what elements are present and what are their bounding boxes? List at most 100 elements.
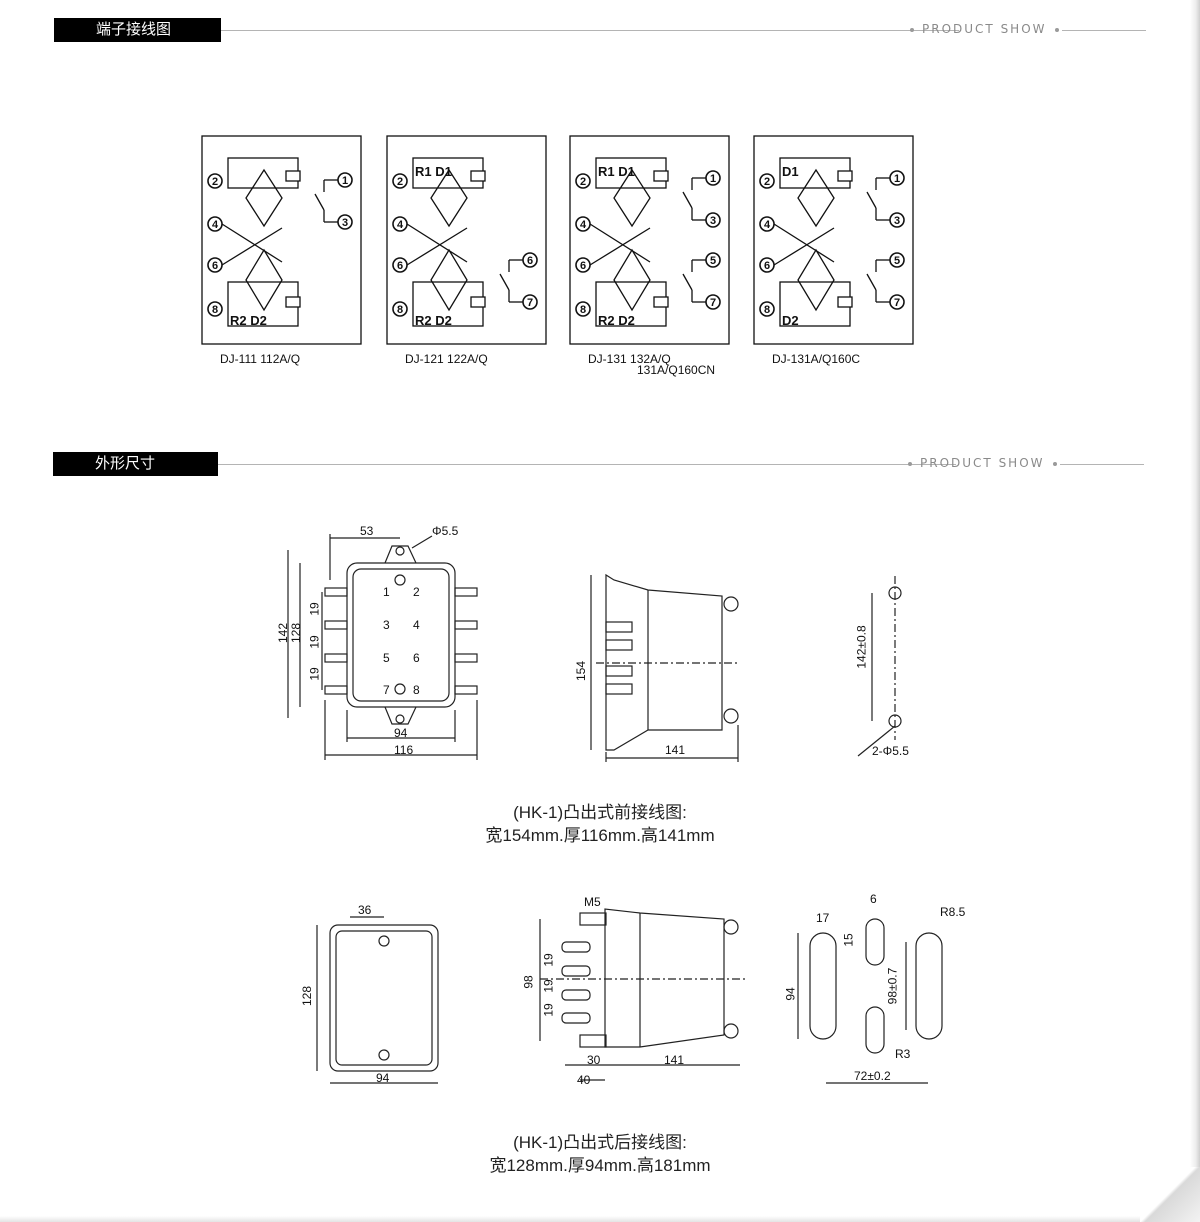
resistor-diode-label: R2 D2	[598, 313, 635, 328]
terminal-label: 8	[212, 304, 218, 316]
dim-label: 19	[541, 1003, 556, 1017]
back-caption-line2: 宽128mm.厚94mm.高181mm	[489, 1156, 711, 1175]
dim-label: R3	[895, 1047, 911, 1061]
section-title: 端子接线图	[54, 18, 221, 42]
terminal-label: 2	[764, 176, 770, 188]
coil	[285, 170, 301, 182]
model-label: 131A/Q160CN	[637, 363, 715, 377]
dim-label: 40	[577, 1073, 591, 1087]
terminal-circle	[207, 301, 223, 317]
dim-label: 53	[360, 524, 374, 538]
resistor-diode-label: D2	[782, 313, 799, 328]
terminal-label: 6	[212, 260, 218, 272]
contact-switch	[682, 273, 693, 291]
dim-label: 30	[587, 1053, 601, 1067]
dim-label: 19	[541, 979, 556, 993]
coil	[837, 296, 853, 308]
contact-switch	[314, 193, 325, 211]
rectifier-bridge	[613, 168, 651, 228]
dim-label: 98	[521, 975, 536, 989]
mount-ear-top	[384, 545, 417, 564]
dim-label: M5	[584, 895, 601, 909]
resistor-diode-label: R2 D2	[230, 313, 267, 328]
panel-frame	[569, 135, 730, 345]
coil	[653, 170, 669, 182]
terminal-circle	[575, 173, 591, 189]
panel-frame	[386, 135, 547, 345]
dim-label: 141	[665, 743, 686, 757]
dim-label: 72±0.2	[854, 1069, 891, 1083]
front-dimension-drawing	[287, 534, 902, 762]
back-caption-line1: (HK-1)凸出式后接线图:	[513, 1133, 687, 1152]
dim-label: 19	[307, 635, 322, 649]
contact-label: 5	[894, 255, 900, 267]
cross-wire	[589, 223, 651, 263]
contact-label: 3	[894, 215, 900, 227]
terminal-label: 4	[397, 219, 404, 231]
contact-label: 6	[527, 255, 533, 267]
coil	[470, 170, 486, 182]
contact-label: 7	[894, 297, 900, 309]
model-label: DJ-121 122A/Q	[405, 352, 488, 366]
coil	[285, 296, 301, 308]
terminal-circle	[575, 301, 591, 317]
terminal-circle	[759, 173, 775, 189]
contact-switch	[866, 273, 877, 291]
contact-label: 5	[710, 255, 716, 267]
cross-wire	[773, 227, 835, 266]
pin-studs	[324, 587, 478, 695]
dim-label: 15	[841, 933, 856, 947]
page-edge-shadow	[0, 1216, 1200, 1222]
divider	[1060, 464, 1144, 465]
relay-body-inner	[352, 568, 450, 702]
hole	[394, 683, 406, 695]
rectifier-bridge	[613, 248, 651, 312]
mount-ear-bottom	[384, 706, 417, 725]
dim-label: 19	[541, 953, 556, 967]
dim-label: 116	[394, 743, 414, 757]
front-caption-line2: 宽154mm.厚116mm.高141mm	[485, 826, 715, 845]
contact-switch	[682, 191, 693, 209]
contact-label: 7	[710, 297, 716, 309]
contact-label: 1	[894, 173, 900, 185]
back-dimension-labels: 36 128 94 M5 98 19 19 19 30 40 141 17 6 …	[0, 892, 1200, 1125]
rectifier-bridge	[430, 248, 468, 312]
relay-side-outline	[605, 573, 723, 751]
dim-label: Φ5.5	[432, 524, 459, 538]
contact-label: 1	[710, 173, 716, 185]
dim-label: 19	[307, 602, 322, 616]
back-dimension-drawing	[316, 908, 943, 1084]
dim-label: R8.5	[940, 905, 966, 919]
resistor-diode-label: D1	[782, 164, 799, 179]
terminal-label: 6	[764, 260, 770, 272]
front-dimension-labels: 53 Φ5.5 142 128 19 19 19 94 116 154 141 …	[0, 500, 1200, 800]
section-header-wiring: 端子接线图 PRODUCT SHOW	[54, 18, 1146, 44]
divider	[1062, 30, 1146, 31]
pin-label: 2	[413, 585, 420, 599]
pin-label: 6	[413, 651, 420, 665]
rectifier-bridge	[245, 168, 283, 228]
terminal-label: 6	[397, 260, 403, 272]
terminal-label: 4	[764, 219, 771, 231]
rectifier-bridge	[797, 168, 835, 228]
page-curl	[1140, 1167, 1200, 1222]
contact-label: 1	[342, 175, 348, 187]
mount-hole-top	[395, 546, 405, 556]
section-subtitle: PRODUCT SHOW	[920, 456, 1045, 470]
contact-label: 3	[710, 215, 716, 227]
terminal-circle	[207, 173, 223, 189]
coil	[837, 170, 853, 182]
relay-body-outline	[346, 562, 456, 708]
terminal-label: 8	[397, 304, 403, 316]
divider-dot	[910, 28, 914, 32]
dim-label: 94	[376, 1071, 390, 1085]
dim-label: 142	[276, 622, 291, 644]
section-header-dimensions: 外形尺寸 PRODUCT SHOW	[53, 452, 1146, 478]
coil	[653, 296, 669, 308]
cross-wire	[406, 227, 468, 266]
dim-label: 128	[300, 985, 315, 1007]
dim-label: 2-Φ5.5	[872, 744, 909, 758]
